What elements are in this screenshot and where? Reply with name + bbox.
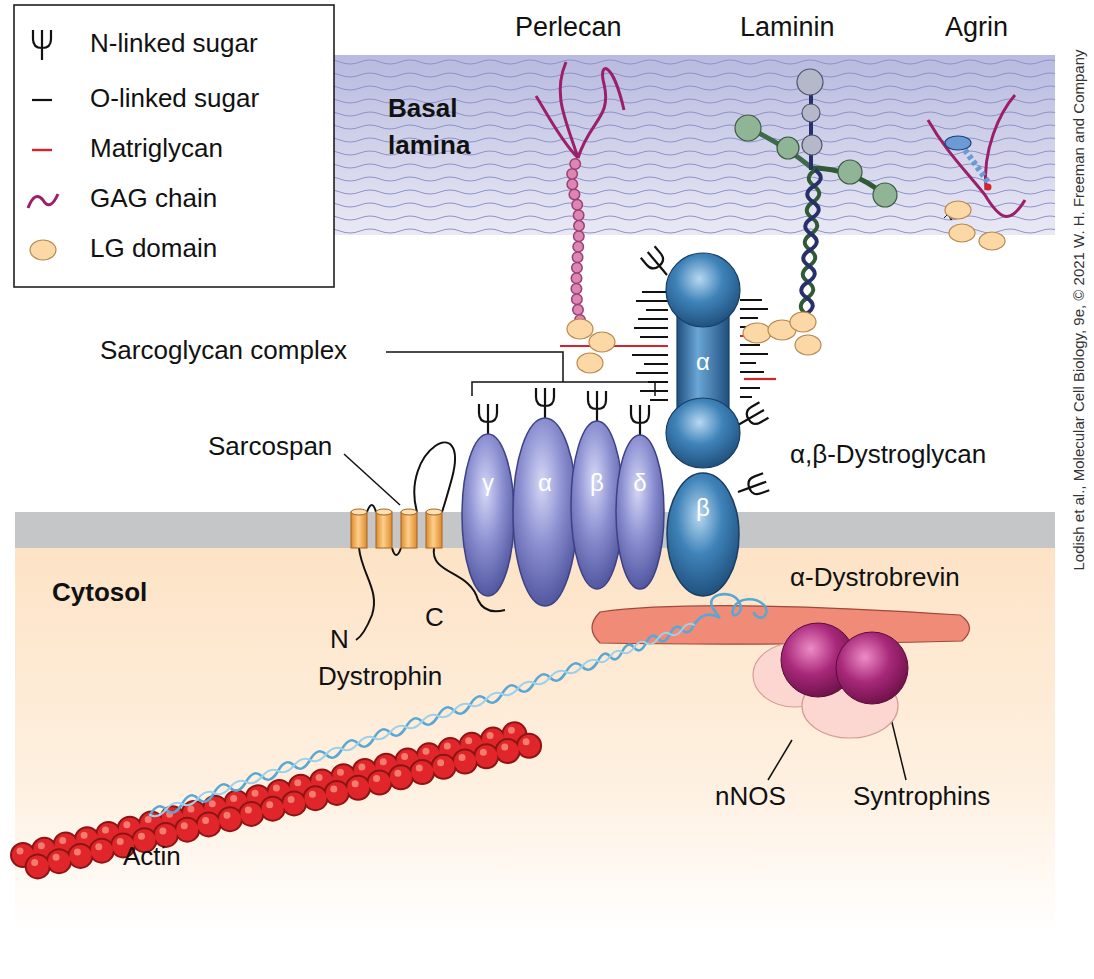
node-outline <box>513 418 577 606</box>
legend-o-sugar-sample <box>32 99 52 101</box>
subunit-label: β <box>696 495 710 521</box>
legend-n-sugar-sample <box>33 30 51 60</box>
protein-name: Agrin <box>945 12 1008 43</box>
dystroglycan-head <box>666 253 740 327</box>
node-outline <box>667 473 739 596</box>
region-label: Cytosol <box>52 578 147 608</box>
subunit-label: β <box>590 470 604 496</box>
subunit-label: γ <box>482 470 494 496</box>
node-outline <box>571 421 623 589</box>
syntrophins <box>781 623 908 704</box>
legend-text: O-linked sugar <box>90 84 259 114</box>
sarcoglycan-delta: δ <box>615 434 665 590</box>
legend-lg-sample <box>30 240 56 260</box>
protein-name: Dystrophin <box>318 662 442 692</box>
legend-text: Matriglycan <box>90 134 223 164</box>
actin-filament <box>20 727 532 869</box>
beta-dystroglycan: β <box>666 472 740 597</box>
node-shape <box>461 433 515 597</box>
subunit-label: δ <box>633 470 646 496</box>
node-shape <box>615 434 665 590</box>
protein-name: Actin <box>123 842 181 872</box>
sarcoglycan-gamma: γ <box>461 433 515 597</box>
perlecan <box>536 62 624 320</box>
protein-name: α,β-Dystroglycan <box>790 440 986 470</box>
protein-name: Laminin <box>740 12 835 43</box>
legend-text: GAG chain <box>90 184 217 214</box>
node-shape <box>666 472 740 597</box>
agrin <box>928 95 1025 250</box>
protein-name: Syntrophins <box>853 782 990 812</box>
perlecan-lg-domains <box>567 319 615 373</box>
sarcoglycan-alpha: α <box>512 417 578 607</box>
region-label: Basal lamina <box>388 90 500 164</box>
credit-line: Lodish et al., Molecular Cell Biology, 9… <box>1070 49 1087 570</box>
cytosol-region <box>15 548 1055 938</box>
legend-text: N-linked sugar <box>90 29 258 59</box>
legend-gag-sample <box>28 194 58 208</box>
protein-name: Perlecan <box>515 12 622 43</box>
alpha-dystroglycan: α <box>665 252 741 470</box>
legend-text: LG domain <box>90 234 217 264</box>
terminus-label: N <box>330 625 349 655</box>
node-outline <box>462 434 514 596</box>
subunit-label: α <box>696 349 710 375</box>
protein-name: α-Dystrobrevin <box>790 563 960 593</box>
node-outline <box>616 435 664 589</box>
protein-name: nNOS <box>715 782 786 812</box>
protein-name: Sarcospan <box>208 432 332 462</box>
complex-label: Sarcoglycan complex <box>100 336 347 366</box>
laminin <box>735 69 897 355</box>
terminus-label: C <box>425 603 444 633</box>
node-shape <box>512 417 578 607</box>
legend-box <box>14 5 334 287</box>
legend-matriglycan-sample <box>32 149 52 151</box>
dystroglycan-globule <box>666 398 740 468</box>
subunit-label: α <box>538 470 552 496</box>
dystrophin <box>150 594 767 816</box>
